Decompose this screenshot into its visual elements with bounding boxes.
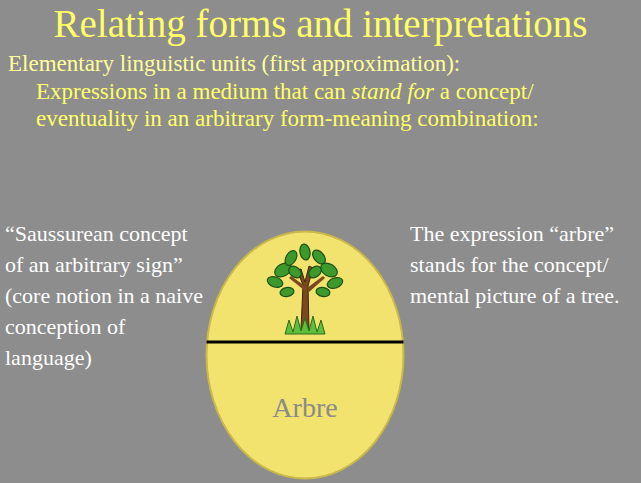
tree-illustration bbox=[266, 243, 344, 334]
side-note: “Saussurean concept of an arbitrary sign… bbox=[5, 218, 205, 373]
definition-paragraph: Expressions in a medium that can stand f… bbox=[36, 78, 639, 132]
sign-ellipse: Arbre bbox=[205, 230, 405, 480]
definition-text: Expressions in a medium that can bbox=[36, 79, 346, 104]
emphasis-text: stand for bbox=[352, 79, 434, 104]
sign-form-word: Arbre bbox=[205, 390, 405, 426]
subtitle-line: Elementary linguistic units (first appro… bbox=[8, 50, 633, 77]
sign-ellipse-outline bbox=[205, 230, 405, 480]
slide-title: Relating forms and interpretations bbox=[0, 2, 641, 46]
side-note: The expression “arbre” stands for the co… bbox=[410, 218, 636, 311]
